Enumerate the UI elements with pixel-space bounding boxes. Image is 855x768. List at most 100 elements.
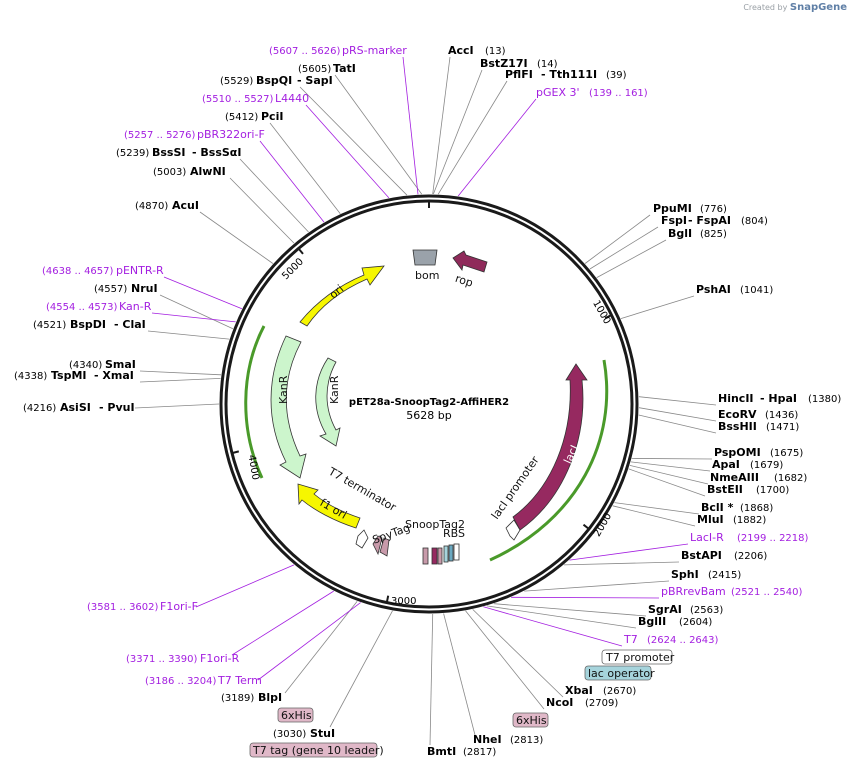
label-6xhis-right[interactable]: 6xHis [516,714,547,727]
leader-line [612,505,696,527]
label-6xhis-left[interactable]: 6xHis [281,709,312,722]
feature-t7-promoter-mark[interactable] [453,543,460,561]
leader-line [443,613,476,736]
enzyme-ncoi[interactable]: NcoI [546,696,573,709]
enzyme-hpai[interactable]: - HpaI [760,392,797,405]
enzyme-hincii[interactable]: HincII [718,392,754,405]
enzyme-sapi[interactable]: - SapI [297,74,333,87]
enzyme-sgrai[interactable]: SgrAI [648,603,682,616]
enzyme-pspomi-pos: (1675) [770,448,803,459]
primer-t7-term[interactable]: T7 Term [217,674,262,687]
enzyme-bsssi[interactable]: BssSI [152,146,186,159]
feature-snooptag2-c[interactable] [437,547,443,565]
feature-t7-terminator[interactable] [355,529,369,549]
enzyme-pflfi-pos: (39) [606,70,627,81]
enzyme-nrui[interactable]: NruI [131,282,158,295]
primer-pbrrevbam[interactable]: pBRrevBam [661,585,726,598]
feature-kanr-inner[interactable] [315,357,341,447]
enzyme-bcli[interactable]: BclI * [701,501,734,514]
enzyme-mlui[interactable]: MluI [697,513,724,526]
primer-f1ori-r[interactable]: F1ori-R [200,652,240,665]
enzyme-bsteii[interactable]: BstEII [707,483,743,496]
enzyme-bmti[interactable]: BmtI [427,745,456,758]
feature-snooptag2-a[interactable] [422,547,429,565]
enzyme-pcii[interactable]: PciI [261,110,283,123]
enzyme-smai[interactable]: SmaI [105,358,136,371]
enzyme-alwni[interactable]: AlwNI [190,165,226,178]
feature-rbs-mark[interactable] [448,544,454,562]
leader-line [231,590,334,656]
enzyme-pspomi[interactable]: PspOMI [714,446,761,459]
enzyme-fspi[interactable]: FspI [661,214,687,227]
enzyme-bgli[interactable]: BglI [668,227,692,240]
label-t7-promoter[interactable]: T7 promoter [605,651,675,664]
tick-label-4000: 4000 [246,454,261,481]
enzyme-acci[interactable]: AccI [448,44,474,57]
feature-snooptag2-b[interactable] [431,547,438,565]
primer-pentr-r[interactable]: pENTR-R [116,264,164,277]
leader-line [465,610,545,710]
label-t7-tag[interactable]: T7 tag (gene 10 leader) [252,744,384,757]
enzyme-sphi[interactable]: SphI [671,568,699,581]
primer-prs-marker[interactable]: pRS-marker [342,44,407,57]
feature-lac-operator-mark[interactable] [443,545,449,563]
enzyme-fspai[interactable]: - FspAI [688,214,731,227]
enzyme-stui[interactable]: StuI [310,727,335,740]
enzyme-tati[interactable]: TatI [333,62,356,75]
primer-pbr322ori-f[interactable]: pBR322ori-F [197,128,265,141]
primer-pgex3-range: (139 .. 161) [589,88,648,99]
enzyme-bstz17i[interactable]: BstZ17I [480,57,528,70]
feature-f1-ori[interactable] [297,483,361,529]
enzyme-tspmi[interactable]: TspMI [51,369,87,382]
enzyme-tth111i[interactable]: - Tth111I [541,68,597,81]
enzyme-nmeaiii[interactable]: NmeAIII [710,471,759,484]
enzyme-ppumi[interactable]: PpuMI [653,202,692,215]
enzyme-asisi[interactable]: AsiSI [60,401,91,414]
enzyme-pvui[interactable]: - PvuI [99,401,135,414]
primer-f1ori-f[interactable]: F1ori-F [160,600,198,613]
primer-laci-r[interactable]: LacI-R [690,531,724,544]
feature-ori[interactable] [299,265,385,327]
enzyme-bsssi-pos: (5239) [116,148,149,159]
primer-pentr-r-range: (4638 .. 4657) [42,266,114,277]
enzyme-pcii-pos: (5412) [225,112,258,123]
enzyme-acui[interactable]: AcuI [172,199,199,212]
feature-kanr-outer[interactable] [270,335,307,479]
enzyme-xmai[interactable]: - XmaI [94,369,134,382]
enzyme-ecorv[interactable]: EcoRV [718,408,757,421]
leader-line [638,396,717,406]
enzyme-pshai[interactable]: PshAI [696,283,731,296]
primer-pbr322ori-f-range: (5257 .. 5276) [124,130,196,141]
primer-t7[interactable]: T7 [623,633,638,646]
enzyme-bsssai[interactable]: - BssSαI [192,146,241,159]
enzyme-apai[interactable]: ApaI [712,458,740,471]
enzyme-pflfi[interactable]: PflFI [505,68,533,81]
leader-line [139,378,221,383]
feature-spytag-b[interactable] [379,537,390,557]
leader-line [433,69,483,195]
primer-laci-r-range: (2199 .. 2218) [737,533,809,544]
feature-bom[interactable] [412,249,438,266]
enzyme-bglii[interactable]: BglII [638,615,666,628]
label-lac-operator[interactable]: lac operator [588,667,655,680]
enzyme-clai[interactable]: - ClaI [114,318,146,331]
feature-rop[interactable] [452,250,488,273]
leader-line [563,561,680,566]
primer-kan-r[interactable]: Kan-R [119,300,152,313]
primer-pgex3[interactable]: pGEX 3' [536,86,580,99]
enzyme-bsshii[interactable]: BssHII [718,420,757,433]
enzyme-xbai[interactable]: XbaI [565,684,593,697]
enzyme-nhei[interactable]: NheI [473,733,502,746]
feature-laci-promoter[interactable] [505,519,521,541]
arc-green-right [489,359,609,562]
enzyme-blpi[interactable]: BlpI [258,691,282,704]
primer-l4440[interactable]: L4440 [275,92,309,105]
leader-line [195,564,295,608]
leader-line [614,502,700,515]
enzyme-bspqi[interactable]: BspQI [256,74,292,87]
enzyme-bspdi[interactable]: BspDI [70,318,106,331]
leader-line [630,461,711,472]
enzyme-bstapi[interactable]: BstAPI [681,549,722,562]
leader-line [584,214,651,264]
feature-spytag-a[interactable] [372,535,383,556]
